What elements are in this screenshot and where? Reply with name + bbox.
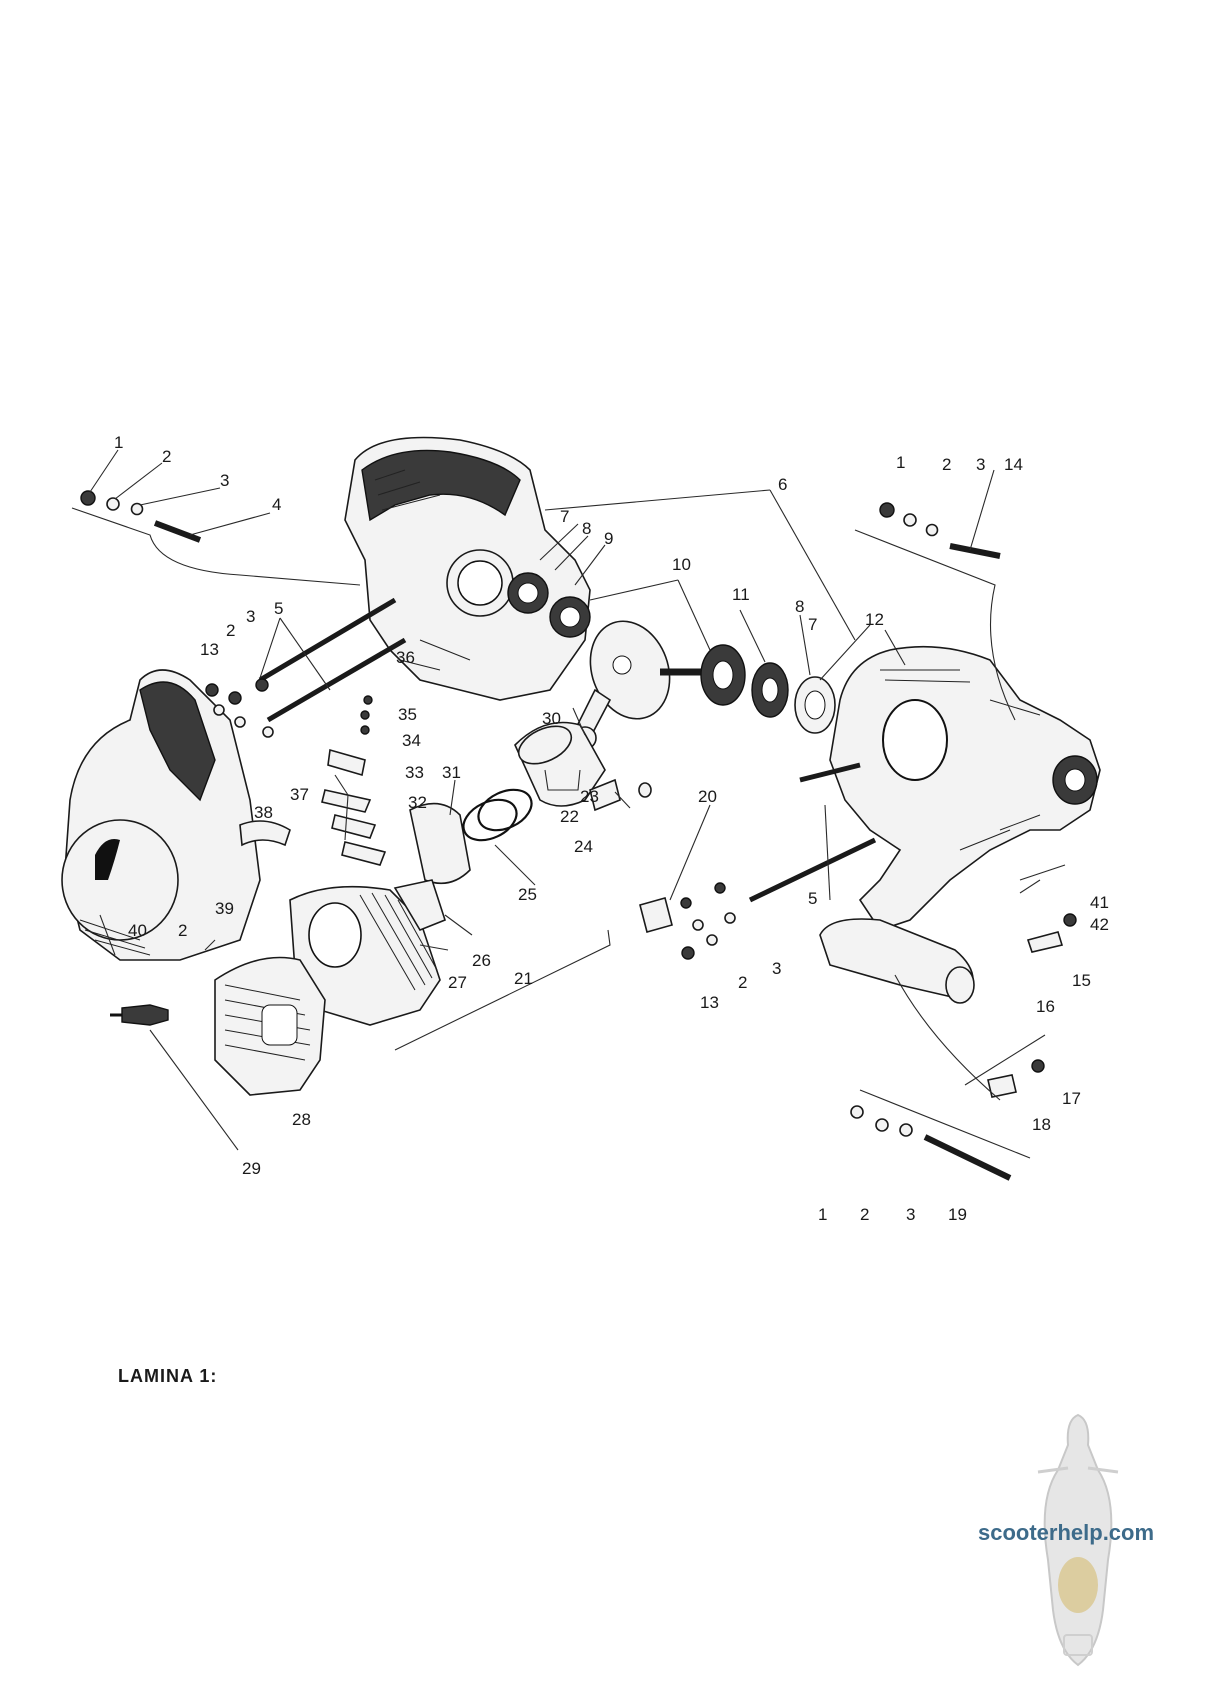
- callout-label: 22: [560, 807, 579, 826]
- callout-label: 2: [942, 455, 951, 474]
- callout-label: 27: [448, 973, 467, 992]
- callout-label: 5: [274, 599, 283, 618]
- scooter-watermark-icon: [1037, 1413, 1119, 1667]
- callout-label: 4: [272, 495, 281, 514]
- callout-label: 26: [472, 951, 491, 970]
- callout-label: 3: [220, 471, 229, 490]
- callout-label: 28: [292, 1110, 311, 1129]
- callout-label: 7: [560, 507, 569, 526]
- callout-label: 35: [398, 705, 417, 724]
- group-braces: [394, 769, 611, 1051]
- callout-label: 38: [254, 803, 273, 822]
- fastener-group-top-right: [854, 502, 1016, 721]
- callout-label: 36: [396, 648, 415, 667]
- callout-label: 6: [778, 475, 787, 494]
- callout-label: 20: [698, 787, 717, 806]
- piston-assembly: [462, 721, 652, 842]
- callout-label: 3: [906, 1205, 915, 1224]
- spark-plug: [110, 1004, 169, 1026]
- callout-label: 9: [604, 529, 613, 548]
- callout-label: 30: [542, 709, 561, 728]
- callout-label: 1: [818, 1205, 827, 1224]
- swingarm-fasteners: [850, 913, 1077, 1181]
- callout-label: 24: [574, 837, 593, 856]
- callout-label: 40: [128, 921, 147, 940]
- callout-label: 19: [948, 1205, 967, 1224]
- callout-label: 3: [772, 959, 781, 978]
- callout-label: 2: [738, 973, 747, 992]
- fastener-group-top-left: [71, 490, 361, 586]
- crankcase-right-half: [748, 645, 1101, 1004]
- callout-label: 42: [1090, 915, 1109, 934]
- callout-label: 10: [672, 555, 691, 574]
- plate-title: LAMINA 1:: [118, 1366, 218, 1386]
- center-fasteners: [639, 882, 736, 960]
- nut: [80, 490, 96, 506]
- callout-label: 8: [582, 519, 591, 538]
- callout-label: 16: [1036, 997, 1055, 1016]
- callout-label: 41: [1090, 893, 1109, 912]
- callout-label: 13: [200, 640, 219, 659]
- callout-label: 2: [178, 921, 187, 940]
- callout-label: 39: [215, 899, 234, 918]
- callout-label: 12: [865, 610, 884, 629]
- callout-label: 11: [732, 585, 750, 604]
- callout-label: 29: [242, 1159, 261, 1178]
- cylinder-head: [214, 956, 326, 1096]
- cylinder: [289, 879, 446, 1026]
- callout-label: 2: [860, 1205, 869, 1224]
- lock-washer: [130, 502, 144, 516]
- callout-label: 23: [580, 787, 599, 806]
- callout-label: 21: [514, 969, 533, 988]
- intake-valve-parts: [321, 695, 471, 885]
- callout-label: 37: [290, 785, 309, 804]
- callout-label: 15: [1072, 971, 1091, 990]
- bearings-and-seals: [700, 644, 836, 734]
- callout-label: 25: [518, 885, 537, 904]
- callout-label: 17: [1062, 1089, 1081, 1108]
- callout-label: 2: [162, 447, 171, 466]
- callout-label: 31: [442, 763, 461, 782]
- flywheel-cover: [61, 669, 261, 961]
- callout-label: 1: [896, 453, 905, 472]
- callout-label: 3: [246, 607, 255, 626]
- callout-label: 18: [1032, 1115, 1051, 1134]
- callout-label: 34: [402, 731, 421, 750]
- callout-label: 33: [405, 763, 424, 782]
- crankcase-left-half: [258, 436, 591, 723]
- callout-label: 14: [1004, 455, 1023, 474]
- callout-labels: 1 2 3 4 5 6 7 8 9 10 11 8 7 12 1 2 3 14 …: [114, 433, 1109, 1224]
- callout-label: 1: [114, 433, 123, 452]
- callout-label: 2: [226, 621, 235, 640]
- callout-label: 32: [408, 793, 427, 812]
- crankshaft: [573, 620, 712, 750]
- stud: [153, 520, 202, 543]
- callout-label: 5: [808, 889, 817, 908]
- watermark-text[interactable]: scooterhelp.com: [978, 1520, 1155, 1545]
- callout-label: 8: [795, 597, 804, 616]
- callout-label: 3: [976, 455, 985, 474]
- cover-fasteners: [205, 678, 291, 847]
- callout-label: 7: [808, 615, 817, 634]
- callout-label: 13: [700, 993, 719, 1012]
- leader-lines: [89, 449, 1066, 1151]
- washer: [106, 497, 120, 511]
